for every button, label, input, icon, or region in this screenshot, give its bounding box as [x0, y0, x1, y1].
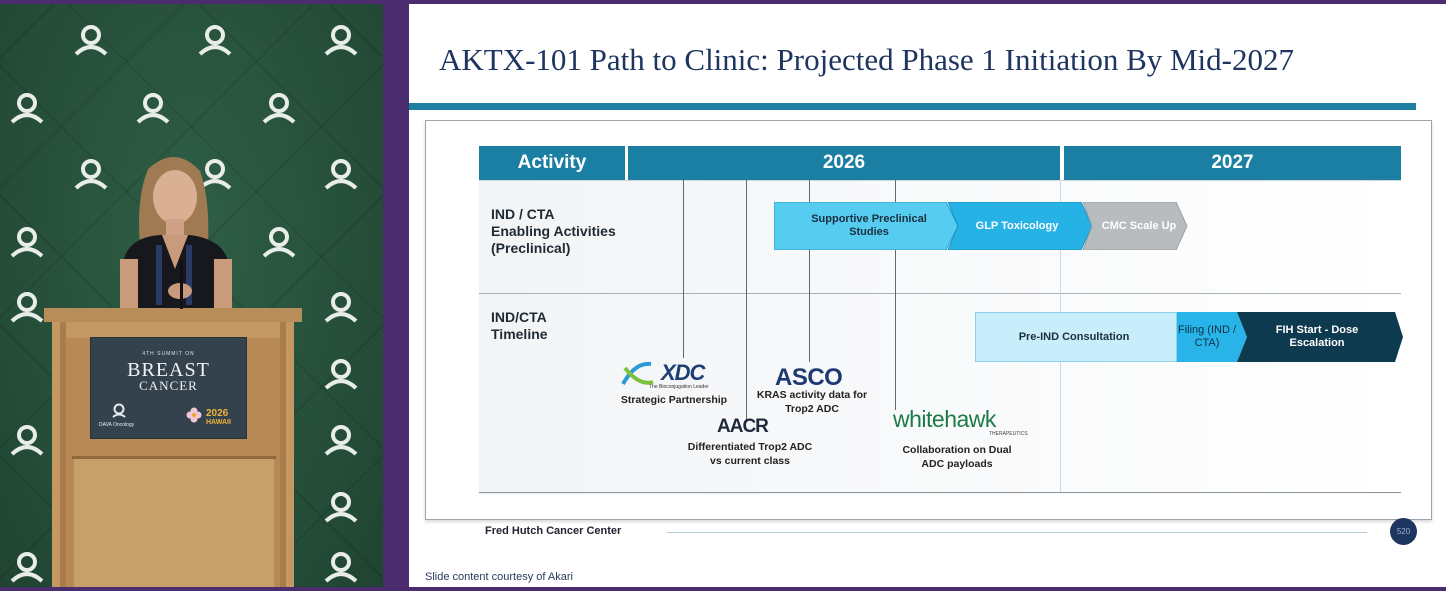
milestone-aacr-text: Differentiated Trop2 ADC vs current clas… [687, 441, 813, 467]
footer-line [667, 532, 1367, 533]
row1-arrows [774, 202, 1188, 250]
backdrop-logo-icon [198, 25, 232, 56]
backdrop-logo-icon [324, 25, 358, 56]
milestone-line-xdc [683, 180, 684, 358]
backdrop-logo-icon [324, 552, 358, 583]
milestone-line-asco [809, 180, 810, 362]
footer-institution: Fred Hutch Cancer Center [485, 525, 622, 537]
dava-logo-icon [112, 403, 126, 418]
aacr-logo: AACR [717, 416, 769, 437]
milestone-asco-text: KRAS activity data for Trop2 ADC [756, 389, 868, 415]
backdrop-logo-icon [262, 227, 296, 258]
header-bottom-line [479, 180, 1401, 181]
podium-sign-year: 2026 [206, 408, 229, 419]
bar-pre-ind: Pre-IND Consultation [1018, 330, 1130, 343]
whitehawk-logo-sub: THERAPEUTICS [989, 431, 1028, 437]
title-underline-bar [409, 103, 1416, 110]
backdrop-logo-icon [324, 492, 358, 523]
backdrop-logo-icon [10, 425, 44, 456]
backdrop-logo-icon [136, 93, 170, 124]
podium-sign-line3: CANCER [139, 378, 198, 393]
row-divider [479, 293, 1401, 294]
podium-sign-place: HAWAII [206, 419, 231, 426]
bar-fih-start: FIH Start - Dose Escalation [1275, 324, 1359, 349]
podium-sign: 4TH SUMMIT ON BREAST CANCER DAVA Oncolog… [90, 337, 247, 439]
milestone-xdc-text: Strategic Partnership [620, 394, 728, 406]
whitehawk-logo: whitehawk [893, 406, 996, 432]
slide-title: AKTX-101 Path to Clinic: Projected Phase… [439, 42, 1294, 77]
page-number-badge: 520 [1390, 518, 1417, 545]
backdrop-logo-icon [10, 93, 44, 124]
podium-sign-line2: BREAST [127, 359, 210, 381]
flower-icon [186, 407, 202, 423]
backdrop-logo-icon [74, 25, 108, 56]
row2-arrows [975, 312, 1403, 362]
bar-glp-toxicology: GLP Toxicology [975, 219, 1059, 232]
milestone-line-aacr [746, 180, 747, 422]
header-activity: Activity [479, 146, 625, 180]
bar-supportive-preclinical: Supportive Preclinical Studies [811, 213, 927, 238]
backdrop-logo-icon [262, 93, 296, 124]
presentation-slide: AKTX-101 Path to Clinic: Projected Phase… [409, 4, 1446, 587]
backdrop-logo-icon [10, 552, 44, 583]
backdrop-logo-icon [10, 227, 44, 258]
bar-cmc-scale-up: CMC Scale Up [1101, 219, 1177, 232]
row-label-timeline: IND/CTA Timeline [491, 309, 548, 342]
xdc-logo: XDC [661, 360, 705, 385]
slide-courtesy-caption: Slide content courtesy of Akari [425, 571, 573, 583]
microphone [180, 259, 183, 309]
podium-sign-line1: 4TH SUMMIT ON [142, 351, 195, 357]
podium-sign-dava: DAVA Oncology [99, 422, 135, 428]
milestone-line-whitehawk [895, 180, 896, 410]
table-bottom-line [479, 492, 1401, 493]
header-2027: 2027 [1064, 146, 1401, 180]
bar-filing: Filing (IND / CTA) [1177, 324, 1237, 349]
header-2026: 2026 [628, 146, 1060, 180]
xdc-swoosh-icon [621, 361, 654, 385]
backdrop-logo-icon [74, 159, 108, 190]
backdrop-logo-icon [10, 292, 44, 323]
backdrop-logo-icon [324, 159, 358, 190]
xdc-logo-sub: The Bioconjugation Leader [649, 384, 709, 390]
backdrop-logo-icon [324, 425, 358, 456]
asco-logo: ASCO [775, 364, 843, 391]
row-label-enabling: IND / CTA Enabling Activities (Preclinic… [491, 206, 616, 256]
backdrop-logo-icon [324, 359, 358, 390]
milestone-whitehawk-text: Collaboration on Dual ADC payloads [902, 444, 1012, 470]
backdrop-logo-icon [324, 292, 358, 323]
speaker-video-feed: 4TH SUMMIT ON BREAST CANCER DAVA Oncolog… [0, 4, 383, 587]
